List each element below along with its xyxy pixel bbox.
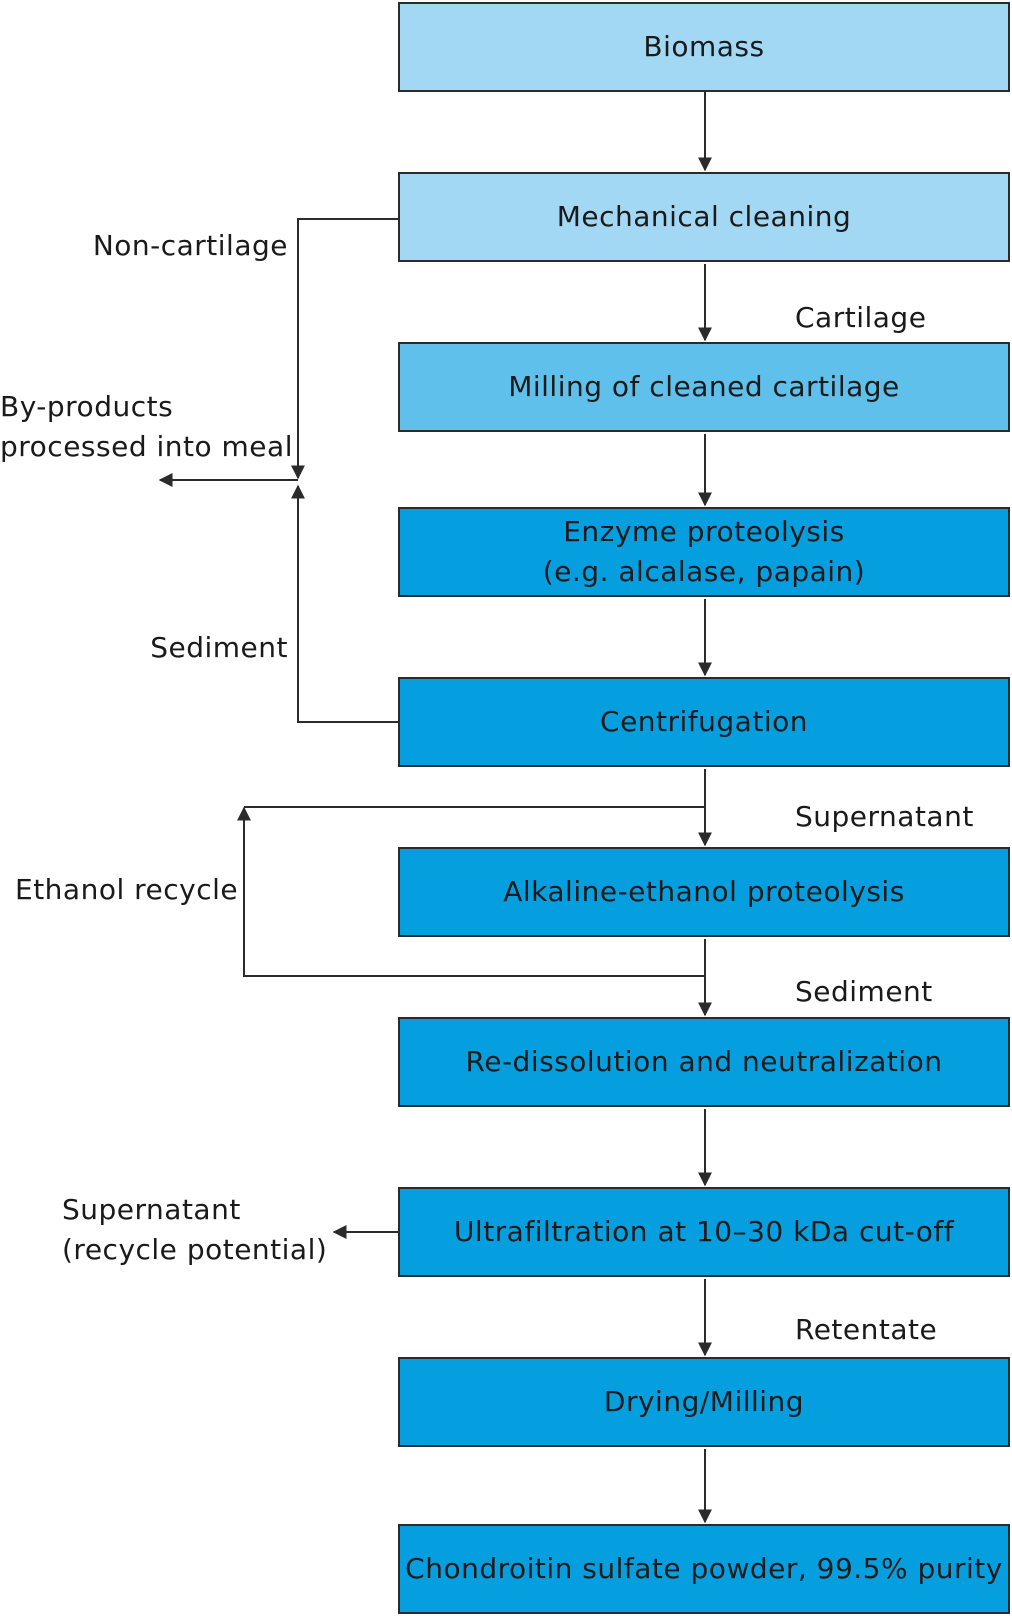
step-chondroitin: Chondroitin sulfate powder, 99.5% purity [398, 1524, 1010, 1614]
label-sediment-left: Sediment [150, 631, 288, 664]
step-centrifugation: Centrifugation [398, 677, 1010, 767]
step-alkaline-ethanol-label: Alkaline-ethanol proteolysis [503, 875, 905, 908]
arrow-sediment-left [291, 484, 398, 723]
step-biomass: Biomass [398, 2, 1010, 92]
label-supernatant: Supernatant [795, 800, 974, 833]
label-ethanol-recycle: Ethanol recycle [15, 873, 239, 906]
step-mechanical-cleaning: Mechanical cleaning [398, 172, 1010, 262]
step-enzyme-proteolysis: Enzyme proteolysis (e.g. alcalase, papai… [398, 507, 1010, 597]
step-milling: Milling of cleaned cartilage [398, 342, 1010, 432]
arrow-non-cartilage [291, 218, 398, 480]
step-drying-milling: Drying/Milling [398, 1357, 1010, 1447]
label-supernatant-recycle: Supernatant (recycle potential) [62, 1193, 328, 1266]
step-milling-label: Milling of cleaned cartilage [508, 370, 900, 403]
step-ultrafiltration-label: Ultrafiltration at 10–30 kDa cut-off [453, 1215, 955, 1248]
step-drying-milling-label: Drying/Milling [603, 1385, 805, 1418]
label-by-products: By-products processed into meal [0, 390, 293, 463]
step-ultrafiltration: Ultrafiltration at 10–30 kDa cut-off [398, 1187, 1010, 1277]
step-mechanical-cleaning-label: Mechanical cleaning [556, 200, 852, 233]
step-re-dissolution: Re-dissolution and neutralization [398, 1017, 1010, 1107]
step-enzyme-proteolysis-label: Enzyme proteolysis (e.g. alcalase, papai… [542, 515, 866, 588]
label-cartilage: Cartilage [795, 301, 927, 334]
step-alkaline-ethanol: Alkaline-ethanol proteolysis [398, 847, 1010, 937]
label-retentate: Retentate [795, 1313, 938, 1346]
step-chondroitin-label: Chondroitin sulfate powder, 99.5% purity [405, 1552, 1003, 1585]
step-biomass-label: Biomass [643, 30, 765, 63]
step-re-dissolution-label: Re-dissolution and neutralization [465, 1045, 943, 1078]
label-sediment-right: Sediment [795, 975, 933, 1008]
step-centrifugation-label: Centrifugation [600, 705, 808, 738]
label-non-cartilage: Non-cartilage [92, 229, 288, 262]
arrow-ethanol-recycle [237, 806, 705, 977]
